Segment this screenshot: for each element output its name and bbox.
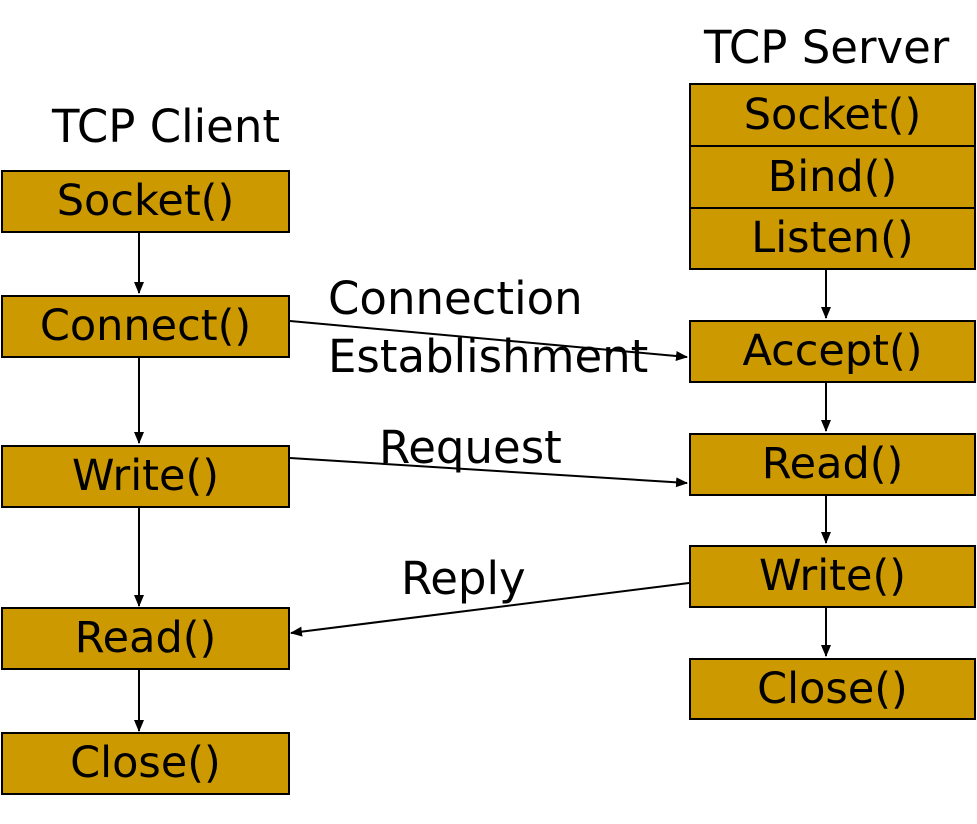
reply-label: Reply [401, 552, 526, 605]
request-arrow [289, 457, 688, 488]
connection-label-line-1: Connection [328, 272, 583, 325]
client-connect-box: Connect() [1, 295, 290, 358]
server-listen-box: Listen() [689, 207, 976, 270]
server-accept-box: Accept() [689, 320, 976, 383]
request-label: Request [379, 421, 562, 474]
server-write-box: Write() [689, 545, 976, 608]
client-close-box: Close() [1, 732, 290, 795]
reply-arrow [290, 582, 690, 637]
client-socket-box: Socket() [1, 170, 290, 233]
connection-arrow [289, 320, 688, 361]
server-close-box: Close() [689, 658, 976, 720]
client-write-box: Write() [1, 445, 290, 508]
server-bind-box: Bind() [689, 145, 976, 209]
server-title: TCP Server [704, 21, 950, 74]
server-socket-box: Socket() [689, 83, 976, 147]
server-read-box: Read() [689, 433, 976, 496]
client-read-box: Read() [1, 607, 290, 670]
client-title: TCP Client [52, 100, 280, 153]
connection-label: Connection Establishment [328, 270, 648, 386]
connection-label-line-2: Establishment [328, 330, 649, 383]
